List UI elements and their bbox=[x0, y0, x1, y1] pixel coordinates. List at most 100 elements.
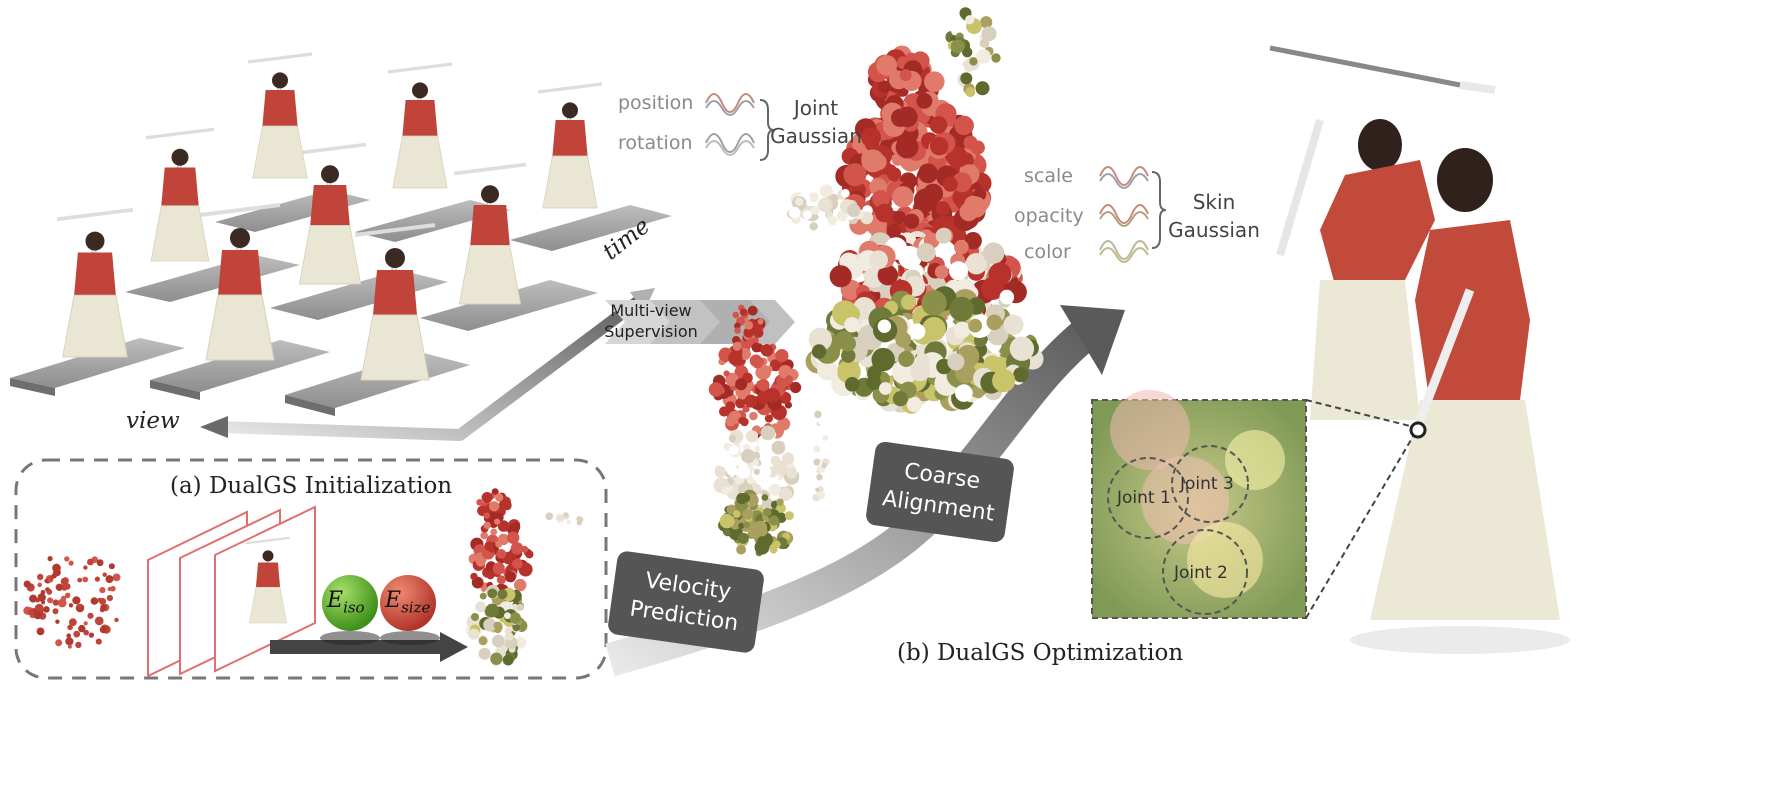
gaussian-splat bbox=[765, 365, 773, 373]
gaussian-splat bbox=[100, 604, 106, 611]
gaussian-splat bbox=[887, 167, 902, 182]
gaussian-splat bbox=[969, 57, 978, 66]
gaussian-splat bbox=[37, 573, 44, 581]
gaussian-splat bbox=[752, 520, 768, 535]
gaussian-splat bbox=[965, 15, 975, 25]
gaussian-splat bbox=[96, 559, 104, 567]
gaussian-splat bbox=[471, 613, 479, 621]
gaussian-splat bbox=[754, 539, 770, 555]
gaussian-splat bbox=[83, 565, 88, 570]
gaussian-splat bbox=[1009, 336, 1035, 361]
gaussian-splat bbox=[485, 603, 500, 618]
gaussian-splat bbox=[872, 190, 890, 208]
gaussian-splat bbox=[869, 250, 888, 270]
gaussian-splat bbox=[99, 587, 106, 594]
gaussian-splat bbox=[521, 545, 529, 553]
gaussian-splat bbox=[991, 53, 1001, 63]
gaussian-splat bbox=[986, 314, 1003, 331]
gaussian-splat bbox=[763, 507, 772, 517]
joint-gaussian-label: Joint Gaussian bbox=[770, 94, 862, 150]
gaussian-splat bbox=[514, 578, 527, 592]
view-arrowhead bbox=[200, 416, 228, 438]
gaussian-splat bbox=[913, 188, 938, 213]
point-cloud-sphere bbox=[23, 556, 121, 649]
gaussian-splat bbox=[871, 347, 895, 372]
gaussian-splat bbox=[511, 522, 521, 532]
gaussian-splat bbox=[808, 192, 819, 203]
gaussian-splat bbox=[950, 39, 965, 54]
gaussian-splat bbox=[490, 528, 498, 536]
gaussian-splat bbox=[47, 556, 53, 562]
gaussian-splat bbox=[819, 184, 833, 198]
gaussian-splat bbox=[749, 411, 758, 421]
gaussian-splat bbox=[981, 276, 1005, 300]
gaussian-splat bbox=[37, 582, 42, 588]
view-axis-label: view bbox=[126, 408, 180, 434]
gaussian-splat bbox=[953, 321, 971, 339]
gaussian-splat bbox=[509, 553, 516, 561]
gaussian-splat bbox=[495, 540, 503, 548]
gaussian-splat bbox=[480, 531, 489, 540]
image-frames bbox=[147, 505, 316, 678]
gaussian-splat bbox=[566, 519, 571, 525]
gaussian-splat bbox=[719, 513, 734, 529]
gaussian-splat bbox=[818, 419, 823, 425]
gaussian-splat bbox=[82, 576, 89, 583]
gaussian-splat bbox=[892, 391, 909, 407]
gaussian-splat bbox=[721, 486, 730, 495]
skin-brace bbox=[1151, 171, 1167, 249]
gaussian-splat bbox=[877, 319, 892, 333]
gaussian-splat bbox=[764, 414, 774, 423]
gaussian-splat bbox=[725, 416, 736, 427]
gaussian-splat bbox=[769, 359, 782, 372]
gaussian-splat bbox=[492, 562, 505, 575]
gaussian-splat bbox=[478, 647, 491, 660]
gaussian-splat bbox=[478, 636, 488, 646]
attr-rotation: rotation bbox=[618, 132, 693, 154]
gaussian-splat bbox=[736, 492, 748, 505]
gaussian-splat bbox=[77, 604, 82, 609]
gaussian-splat bbox=[836, 210, 848, 222]
gaussian-splat bbox=[68, 603, 74, 608]
gaussian-splat bbox=[744, 321, 754, 330]
gaussian-splat bbox=[95, 638, 102, 645]
gaussian-splat bbox=[760, 425, 776, 441]
gaussian-splat bbox=[46, 589, 53, 595]
gaussian-splat bbox=[108, 563, 115, 570]
gaussian-splat bbox=[106, 594, 113, 602]
gaussian-splat bbox=[43, 606, 50, 613]
gaussian-splat bbox=[493, 621, 501, 630]
init-dashed-box bbox=[14, 458, 608, 680]
gaussian-splat bbox=[778, 487, 793, 501]
gaussian-splat bbox=[916, 243, 936, 262]
gaussian-splat bbox=[771, 440, 786, 455]
gaussian-splat bbox=[64, 592, 71, 599]
gaussian-splat bbox=[983, 355, 1001, 373]
joint-gaussian-line-2: Gaussian bbox=[770, 124, 862, 148]
gaussian-splat bbox=[761, 494, 769, 501]
gaussian-splat bbox=[816, 473, 823, 481]
gaussian-splat bbox=[483, 618, 497, 632]
gaussian-splat bbox=[948, 261, 968, 281]
init-arrow-head bbox=[440, 632, 468, 662]
gaussian-splat bbox=[954, 239, 969, 255]
gaussian-splat bbox=[898, 351, 915, 367]
gaussian-splat bbox=[728, 434, 737, 443]
gaussian-splat bbox=[90, 597, 99, 605]
gaussian-splat bbox=[922, 317, 946, 341]
gaussian-splat bbox=[99, 626, 107, 634]
energy-size-ball bbox=[380, 575, 436, 631]
gaussian-splat bbox=[821, 463, 827, 469]
gaussian-splat bbox=[949, 296, 974, 322]
gaussian-splat bbox=[102, 572, 107, 577]
gaussian-splat bbox=[788, 206, 801, 219]
gaussian-splat bbox=[494, 518, 501, 525]
gaussian-splat bbox=[72, 596, 81, 605]
gaussian-splat bbox=[781, 452, 795, 465]
gaussian-splat bbox=[963, 135, 978, 150]
gaussian-splat bbox=[728, 351, 743, 366]
gaussian-splat bbox=[708, 382, 724, 397]
gaussian-splat bbox=[861, 127, 881, 148]
energy-size-sub: size bbox=[401, 598, 431, 617]
gaussian-splat bbox=[94, 616, 104, 626]
